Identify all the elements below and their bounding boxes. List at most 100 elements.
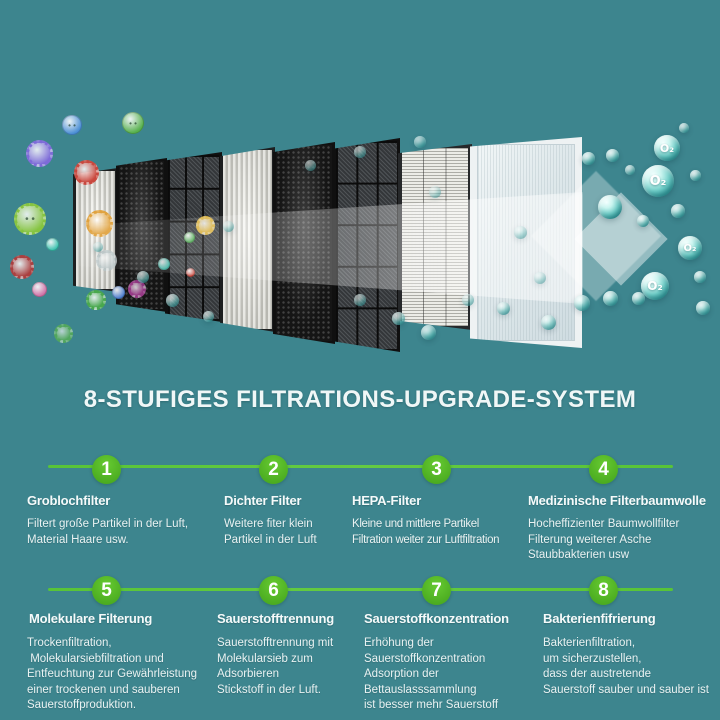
text-line: Kleine und mittlere Partikel (352, 518, 479, 530)
bubble-icon (304, 159, 316, 171)
bubble-icon (574, 295, 590, 311)
text-line: ist besser mehr Sauerstoff (364, 699, 499, 711)
bubble-icon (165, 293, 179, 307)
step-connector-line (48, 465, 673, 468)
microbe-icon (62, 115, 82, 135)
bubble-icon (354, 146, 366, 158)
bubble-icon (631, 291, 645, 305)
bubble-icon (605, 148, 619, 162)
o2-bubble-icon: O₂ (678, 236, 702, 260)
text-line: Stickstoff in der Luft. (217, 683, 321, 696)
step-heading: Groblochfilter (27, 493, 111, 508)
bubble-icon (429, 186, 441, 198)
bubble-icon (637, 215, 649, 227)
step-heading: HEPA-Filter (352, 493, 422, 508)
bubble-icon (534, 272, 546, 284)
text-line: Adsorption der (364, 668, 439, 680)
bubble-icon (420, 324, 436, 340)
text-line: Staubbakterien usw (528, 549, 630, 561)
bubble-icon (598, 195, 622, 219)
text-line: Hocheffizienter Baumwollfilter (528, 518, 680, 530)
o2-label: O₂ (647, 279, 663, 293)
text-line: Filtert große Partikel in der Luft, (27, 518, 189, 530)
microbe-icon (86, 290, 106, 310)
bubble-icon (496, 301, 510, 315)
bubble-icon (671, 204, 685, 218)
text-line: Adsorbieren (217, 668, 280, 680)
step-description: Filtert große Partikel in der Luft, Mate… (27, 517, 188, 548)
bubble-icon (625, 165, 635, 175)
step-heading: Dichter Filter (224, 493, 302, 508)
step-connector-line (48, 588, 673, 591)
bubble-icon (222, 220, 234, 232)
step-number-badge: 5 (92, 576, 121, 605)
text-line: Partikel in der Luft (224, 533, 317, 546)
step-number-badge: 2 (259, 455, 288, 484)
step-number-badge: 8 (589, 576, 618, 605)
microbe-icon (112, 286, 125, 299)
bubble-icon (414, 136, 426, 148)
step-number-badge: 1 (92, 455, 121, 484)
step-description: Sauerstofftrennung mit Molekularsieb zum… (217, 636, 333, 698)
step-description: Trockenfiltration, Molekularsiebfiltrati… (27, 636, 197, 714)
text-line: Filtration weiter zur Luftfiltration (352, 533, 500, 546)
text-line: Erhöhung der (364, 637, 434, 649)
text-line: Trockenfiltration, (27, 637, 112, 649)
step-number-badge: 3 (422, 455, 451, 484)
text-line: Sauerstoffproduktion. (27, 699, 137, 711)
microbe-icon (10, 255, 34, 279)
bubble-icon (513, 225, 527, 239)
step-number-badge: 7 (422, 576, 451, 605)
bubble-icon (93, 242, 103, 252)
step-number-badge: 6 (259, 576, 288, 605)
microbe-icon (74, 160, 99, 185)
bubble-icon (137, 271, 149, 283)
microbe-icon (122, 112, 144, 134)
text-line: dass der austretende (543, 668, 652, 680)
text-line: Bettauslasssammlung (364, 683, 477, 696)
step-heading: Sauerstoffkonzentration (364, 611, 509, 626)
o2-label: O₂ (659, 141, 675, 155)
step-description: Hocheffizienter Baumwollfilter Filterung… (528, 517, 679, 564)
step-heading: Medizinische Filterbaumwolle (528, 493, 706, 508)
microbe-icon (26, 140, 53, 167)
text-line: Filterung weiterer Asche (528, 533, 652, 546)
o2-bubble-icon: O₂ (641, 272, 669, 300)
text-line: Sauerstoffkonzentration (364, 652, 486, 665)
page-title: 8-STUFIGES FILTRATIONS-UPGRADE-SYSTEM (83, 386, 637, 413)
bubble-icon (540, 314, 556, 330)
text-line: einer trockenen und sauberen (27, 683, 180, 696)
text-line: Sauerstofftrennung mit (217, 637, 334, 649)
microbe-icon (54, 324, 73, 343)
bubble-icon (391, 311, 405, 325)
step-description: Bakterienfiltration, um sicherzustellen,… (543, 636, 709, 698)
text-line: um sicherzustellen, (543, 652, 642, 665)
step-description: Kleine und mittlere Partikel Filtration … (352, 517, 500, 548)
bubble-icon (462, 294, 474, 306)
step-description: Erhöhung der Sauerstoffkonzentration Ads… (364, 636, 498, 714)
step-heading: Bakterienfifrierung (543, 611, 656, 626)
bubble-icon (354, 294, 366, 306)
step-heading: Sauerstofftrennung (217, 611, 335, 626)
bubble-icon (694, 271, 706, 283)
text-line: Weitere fiter klein (224, 518, 313, 530)
o2-bubble-icon: O₂ (642, 165, 674, 197)
step-heading: Molekulare Filterung (29, 611, 153, 626)
bubble-icon (581, 151, 595, 165)
bubble-icon (679, 123, 689, 133)
text-line: Entfeuchtung zur Gewährleistung (27, 668, 198, 680)
bubble-icon (689, 169, 701, 181)
bubble-icon (696, 301, 710, 315)
text-line: Material Haare usw. (27, 533, 129, 546)
microbe-icon (14, 203, 46, 235)
o2-bubble-icon: O₂ (654, 135, 680, 161)
text-line: Sauerstoff sauber und sauber ist (543, 683, 710, 696)
text-line: Molekularsiebfiltration und (27, 652, 164, 665)
step-number-badge: 4 (589, 455, 618, 484)
filter-stack-scene: O₂ O₂ O₂ O₂ (0, 0, 720, 385)
microbe-icon (128, 280, 146, 298)
microbe-icon (32, 282, 47, 297)
step-description: Weitere fiter klein Partikel in der Luft (224, 517, 317, 548)
microbe-icon (46, 238, 59, 251)
